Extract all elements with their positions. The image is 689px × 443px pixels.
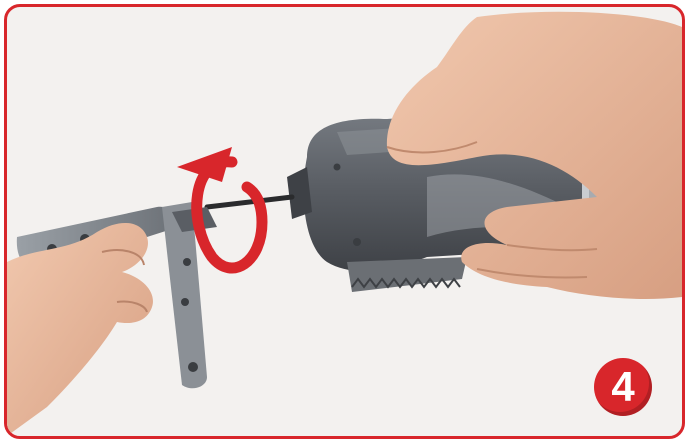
illustration-frame: 4 (4, 4, 685, 439)
step-number: 4 (611, 366, 634, 408)
left-hand (7, 223, 153, 436)
screwdriver-shaft (207, 197, 292, 207)
assembly-illustration (7, 7, 682, 436)
step-number-badge: 4 (594, 358, 652, 416)
